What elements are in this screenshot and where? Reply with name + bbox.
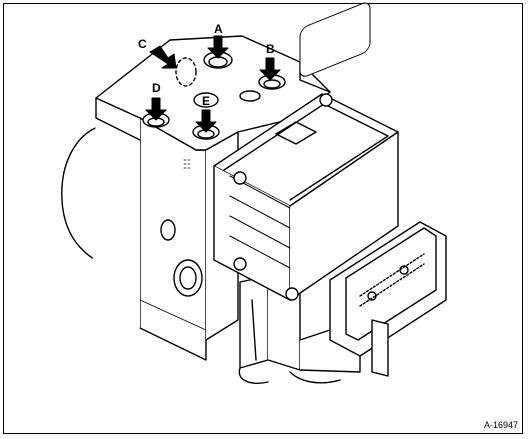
arrow-c bbox=[149, 45, 177, 69]
arrow-a bbox=[207, 35, 229, 59]
vent-grille bbox=[183, 159, 191, 169]
callout-label-e: E bbox=[202, 94, 211, 108]
electrical-connector bbox=[329, 221, 447, 377]
callout-arrows bbox=[145, 35, 281, 133]
arrow-d bbox=[145, 97, 167, 121]
figure-reference-code: A-16947 bbox=[483, 420, 518, 430]
arrow-b bbox=[259, 57, 281, 81]
control-unit bbox=[213, 2, 399, 301]
callout-label-b: B bbox=[266, 42, 275, 56]
block-side-features bbox=[139, 219, 207, 331]
callout-label-d: D bbox=[152, 81, 161, 95]
callout-label-c: C bbox=[138, 37, 147, 51]
callout-label-a: A bbox=[214, 22, 223, 36]
arrow-e bbox=[195, 109, 217, 133]
